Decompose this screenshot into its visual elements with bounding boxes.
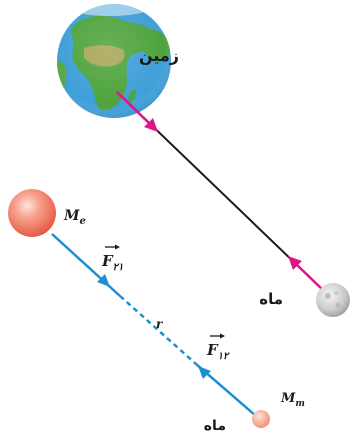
- force-12-label: F۱۲: [206, 334, 230, 363]
- svg-text:F۲۱: F۲۱: [101, 252, 123, 273]
- moon-sphere-small: [252, 410, 270, 428]
- svg-text:F۱۲: F۱۲: [206, 341, 230, 362]
- moon-label-bottom: ماه: [204, 418, 226, 434]
- mass-earth-label: Me: [63, 208, 86, 227]
- distance-label: r: [156, 317, 164, 331]
- moon-globe: [316, 283, 350, 317]
- earth-label: زمین: [139, 46, 179, 65]
- force-21-label: F۲۱: [101, 245, 123, 274]
- mass-moon-label: Mm: [280, 391, 305, 409]
- force-12-arrowhead: [198, 366, 211, 379]
- force-arrow-on-moon: [288, 256, 324, 291]
- moon-label-top: ماه: [259, 290, 283, 308]
- earth-sphere-small: [8, 189, 56, 237]
